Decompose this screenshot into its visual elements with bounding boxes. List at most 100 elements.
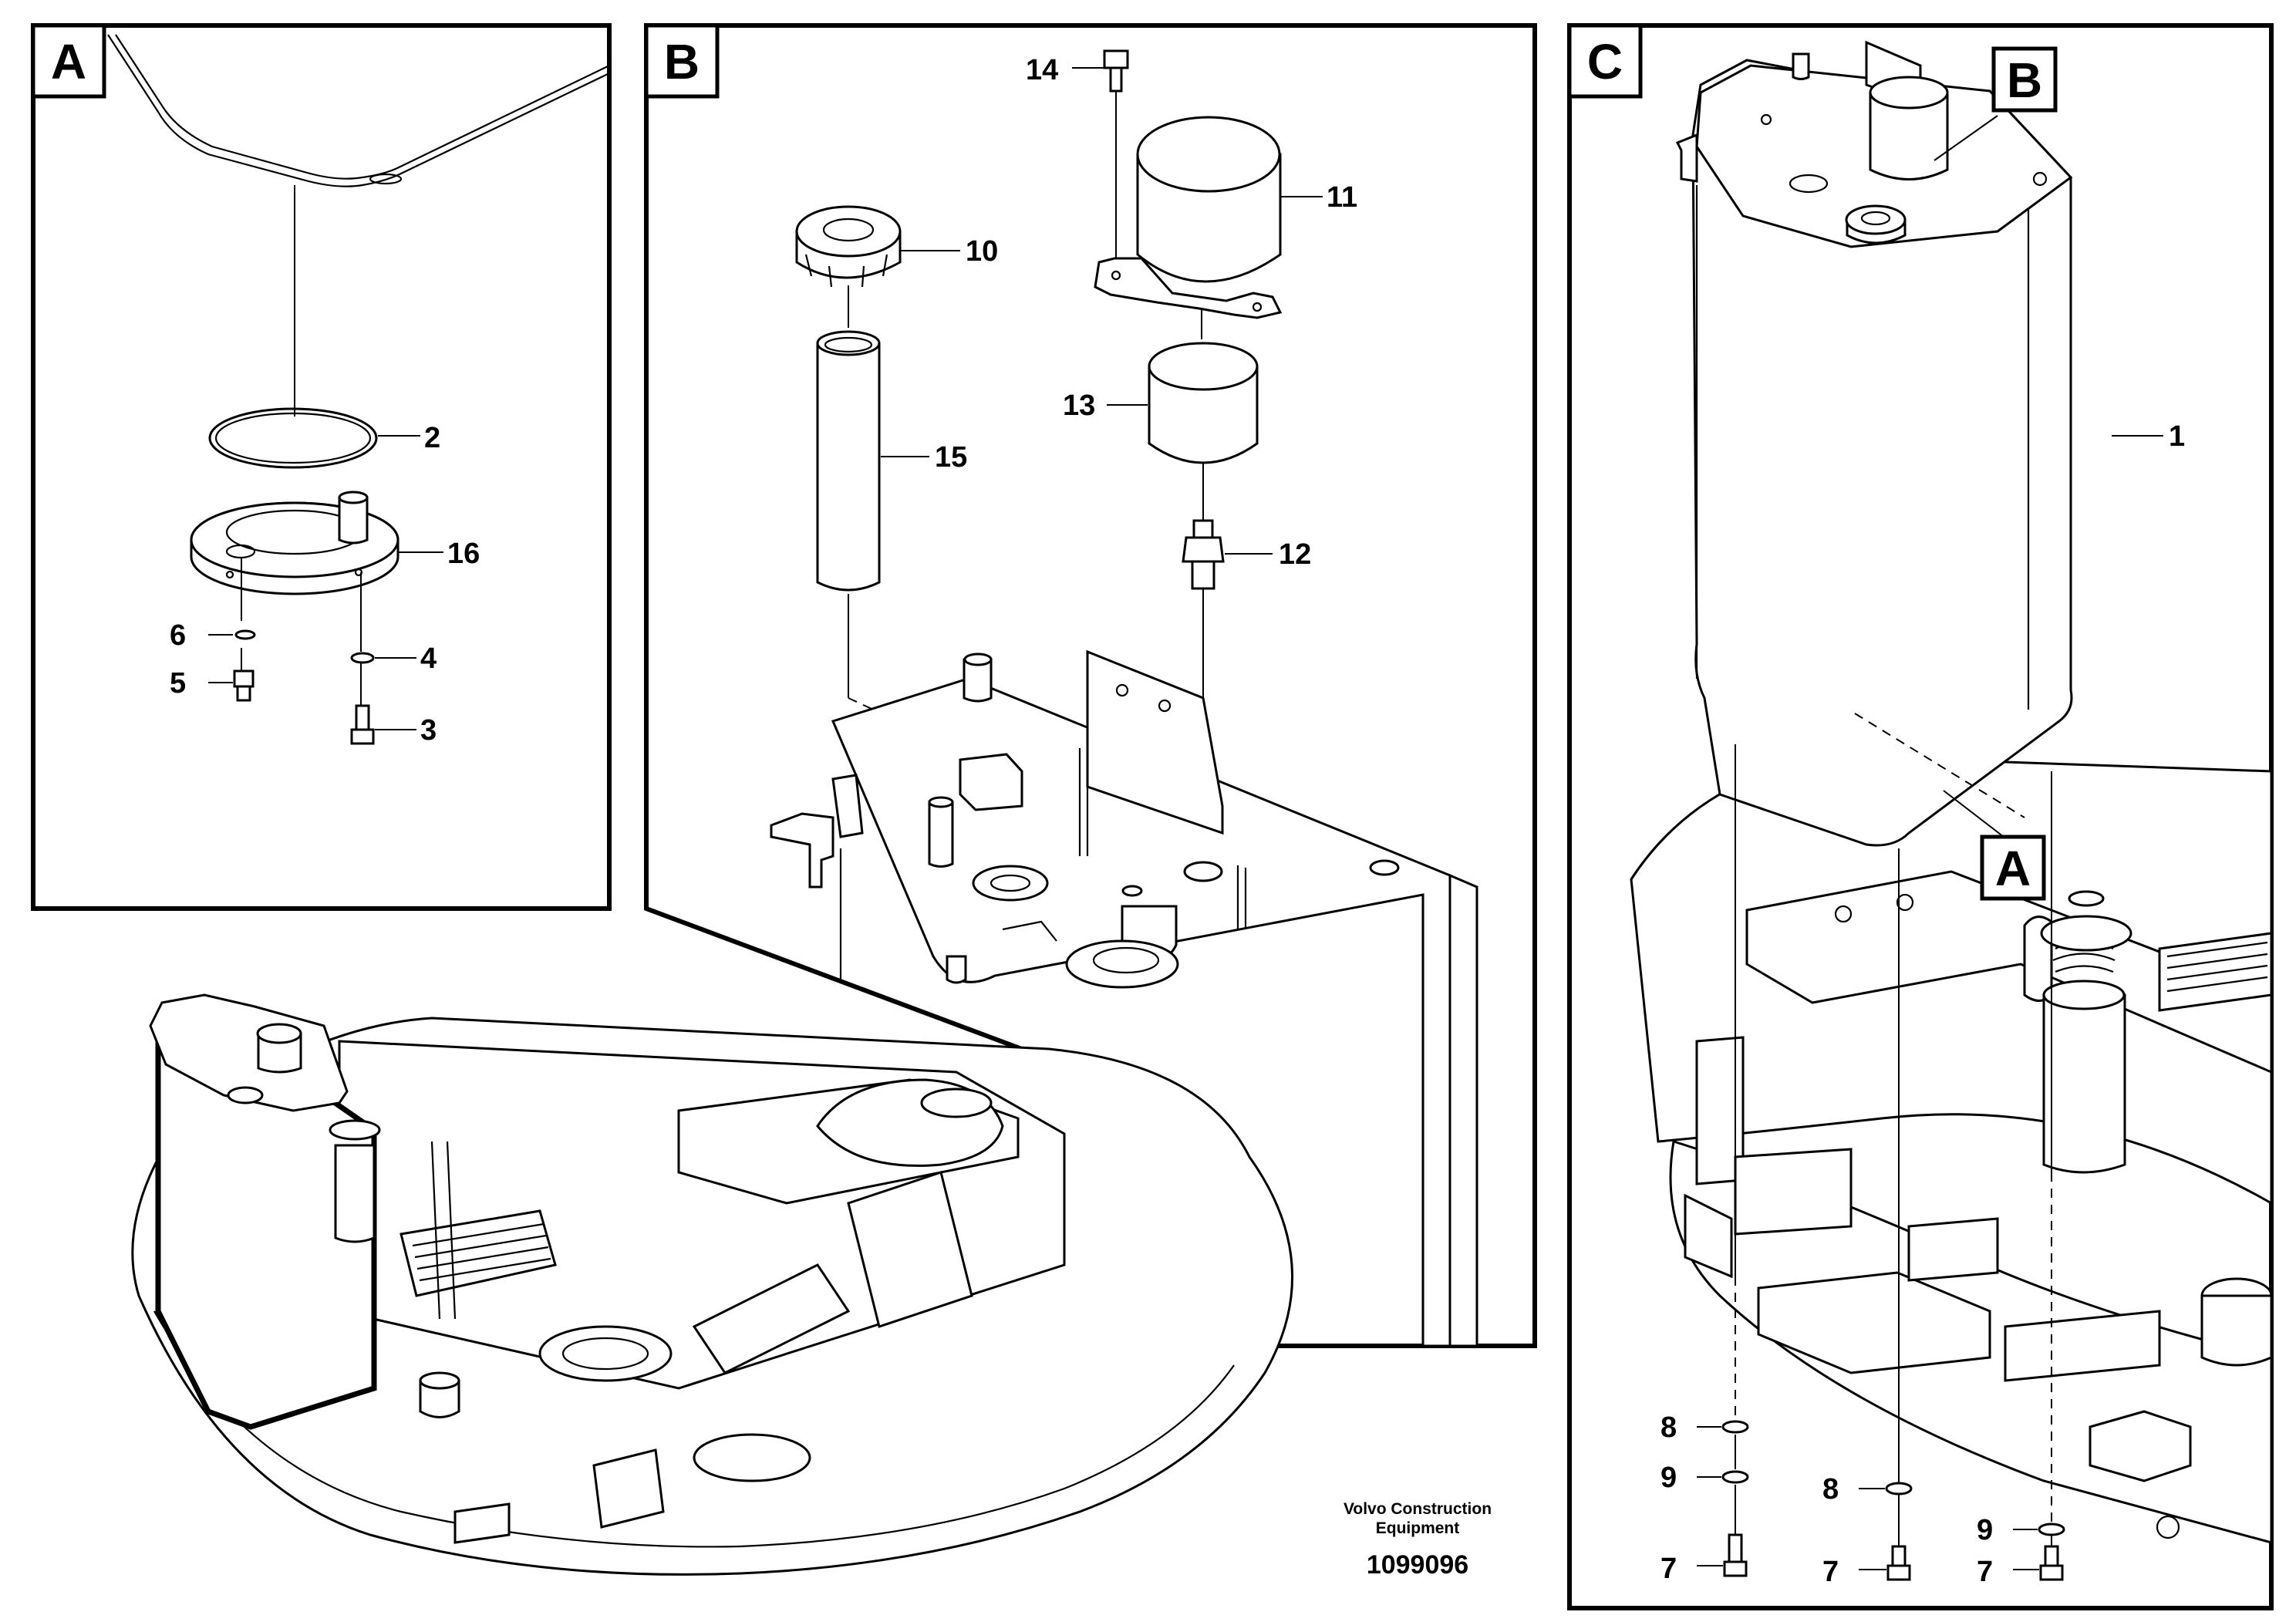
part-label: 1 [2169, 420, 2185, 453]
tank-filler-cap-top [1845, 204, 1907, 235]
tank-mount-bracket [770, 812, 834, 889]
panel-a-frame [31, 23, 612, 911]
filter-housing-11-top [1136, 116, 1281, 193]
bolt-7-head [2039, 1564, 2064, 1581]
filter-canister-body [2200, 1294, 2273, 1367]
tank-boss-top [963, 653, 993, 666]
filler-neck-inner [1092, 946, 1160, 974]
document-number: 1099096 [1367, 1550, 1468, 1580]
housing-bolt-hole [1252, 302, 1263, 312]
overview-strainer [334, 1144, 376, 1243]
washer-4 [350, 652, 375, 664]
overview-strainer-flange [329, 1119, 381, 1141]
part-label: 14 [1026, 54, 1058, 86]
washer-8 [1721, 1420, 1749, 1434]
part-label: 7 [1660, 1553, 1677, 1585]
tank-bottom-inner-outline [115, 34, 610, 180]
panel-c: C [1567, 23, 2274, 1610]
part-label: 13 [1063, 389, 1095, 422]
part-label: 4 [420, 642, 437, 675]
part-label: 12 [1279, 538, 1311, 571]
part-label: 16 [447, 538, 480, 570]
screw-3-head [350, 728, 375, 745]
filler-cap-grip-ribs [804, 254, 888, 288]
tank-side-wall [1448, 873, 1478, 1347]
tank-filter-housing-top [1869, 76, 1949, 110]
part-label: 9 [1977, 1514, 1993, 1546]
suction-strainer [2042, 993, 2126, 1174]
overview-beam [692, 1263, 851, 1374]
bolt-14-shank [1109, 66, 1123, 93]
o-ring-2 [208, 407, 378, 469]
callout-b-label: B [2007, 52, 2042, 108]
tank-bottom-outline [107, 34, 610, 187]
filler-cap-10-top [795, 205, 902, 258]
part-label: 15 [935, 441, 967, 474]
overview-side-plate [847, 1171, 973, 1328]
bolt-14-head [1103, 49, 1129, 69]
flange-bolt-hole [225, 570, 234, 579]
strainer-tube-15-top [816, 330, 881, 356]
part-label: 11 [1327, 181, 1357, 214]
cooler-grille [2158, 932, 2273, 1012]
company-name-line1: Volvo Construction [1344, 1500, 1492, 1518]
washer-8 [1885, 1482, 1913, 1496]
frame-hole [2156, 1515, 2180, 1539]
flange-seat [972, 865, 1049, 902]
panel-c-tag-label: C [1587, 34, 1623, 89]
part-label: 3 [420, 714, 437, 747]
fitting-12-hex [1182, 536, 1225, 563]
mount-bracket-right [2004, 1310, 2161, 1382]
tank-lug [946, 955, 967, 984]
seal-6 [234, 629, 256, 640]
frame-lug [2089, 1410, 2192, 1482]
housing-bolt-hole [1111, 270, 1121, 281]
washer-9 [1721, 1470, 1749, 1484]
overview-grille-small [453, 1502, 511, 1544]
panel-b: B [644, 23, 1537, 1348]
strainer-flange [2040, 915, 2132, 952]
tank-post-top [928, 796, 954, 808]
tank-filler-cap-center [1860, 211, 1891, 226]
tank-top-block [959, 753, 1023, 811]
overview-slew-ring-inner [561, 1337, 649, 1371]
overview-tank-top [149, 993, 349, 1112]
callout-a-leader [1943, 790, 2004, 838]
overview-return-filter-top [419, 1371, 460, 1390]
flange-pipe-top [338, 491, 369, 504]
frame-hole [1896, 893, 1914, 912]
plug-5-body [236, 685, 251, 702]
cooler-grille-fins [2166, 941, 2268, 993]
callout-a [1980, 835, 2046, 901]
overview-base-edge [153, 1310, 1235, 1548]
tank-bottom-boss [369, 173, 403, 185]
fitting-12-body [1191, 560, 1215, 590]
part-label: 7 [1822, 1556, 1839, 1588]
fitting-12-top [1192, 519, 1214, 539]
part-label: 8 [1822, 1473, 1839, 1506]
tank-filter-housing [1869, 91, 1949, 180]
panel-a-tag [31, 23, 106, 99]
overview-grille-fins [412, 1222, 551, 1282]
mount-pad [1734, 1148, 1853, 1236]
callout-b-leader [1934, 115, 1998, 161]
flange-seat-inner [990, 874, 1031, 892]
tank-flange-seat [1789, 174, 1829, 194]
part-label: 5 [170, 667, 186, 700]
overview-return-filter [419, 1379, 460, 1418]
tank-hole [1760, 113, 1772, 126]
washer-9 [2038, 1523, 2065, 1536]
bolt-7-head [1723, 1560, 1748, 1577]
callout-a-label: A [1995, 841, 2031, 896]
tank-hole [2032, 171, 2048, 187]
overview-filter-housing [257, 1032, 302, 1074]
filler-cap-10-center [822, 218, 875, 242]
strainer-top-ring [2068, 890, 2105, 907]
flange-pipe [338, 496, 369, 545]
frame-hole [1834, 905, 1853, 923]
mount-pad [1907, 1217, 1999, 1282]
hydraulic-tank-edges [1695, 162, 2030, 710]
mount-bracket-left [1684, 1193, 1733, 1279]
panel-b-tag [644, 23, 720, 99]
part-label: 7 [1977, 1556, 1993, 1588]
